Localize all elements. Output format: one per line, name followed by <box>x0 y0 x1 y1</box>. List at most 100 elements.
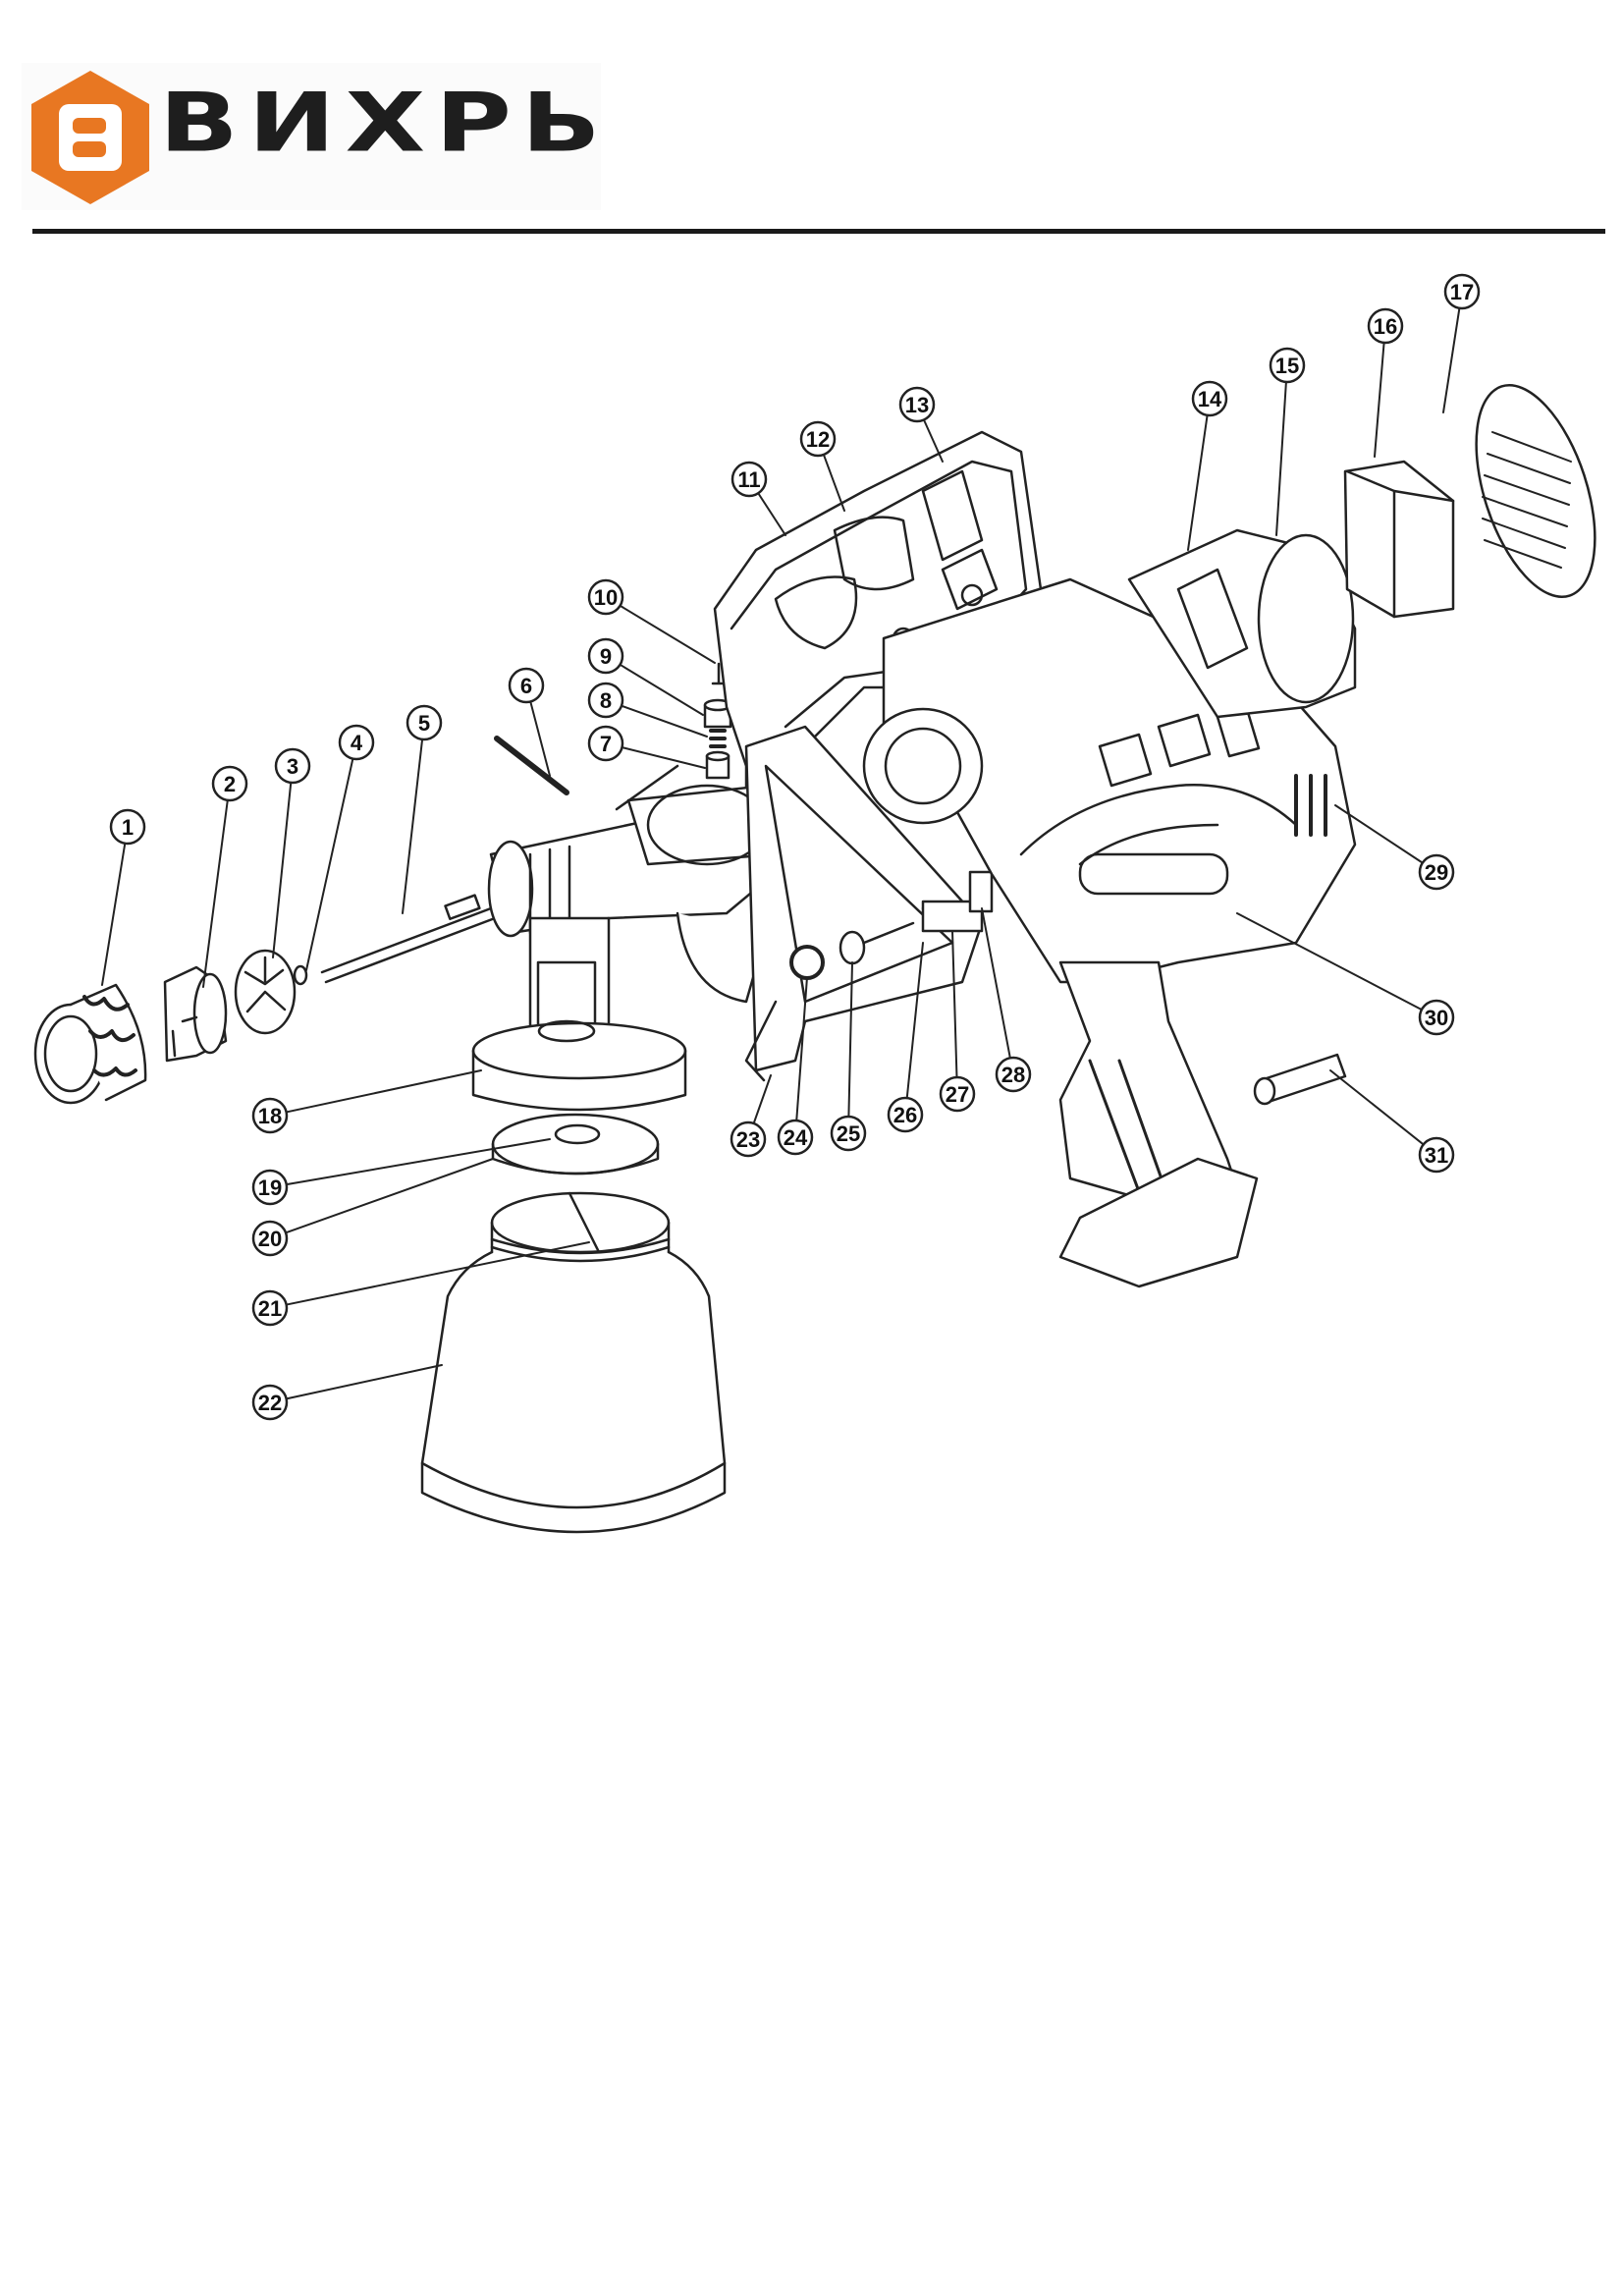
callout-leader-7 <box>621 746 706 769</box>
callout-label-27: 27 <box>946 1082 969 1107</box>
callout-circle-4 <box>338 724 375 761</box>
callout-label-28: 28 <box>1001 1063 1025 1087</box>
callout-label-26: 26 <box>893 1103 917 1127</box>
part-switch <box>968 870 994 913</box>
callout-circle-12 <box>799 420 837 458</box>
callout-circle-2 <box>211 765 248 802</box>
callout-label-18: 18 <box>258 1104 282 1128</box>
callout-leader-19 <box>285 1138 551 1186</box>
callout-circle-14 <box>1191 380 1228 417</box>
callout-label-6: 6 <box>520 674 532 698</box>
callout-circle-24 <box>777 1119 814 1156</box>
callout-label-3: 3 <box>287 754 298 779</box>
callout-label-25: 25 <box>837 1121 860 1146</box>
part-trigger-frame <box>744 725 984 1082</box>
callout-leader-1 <box>101 842 127 986</box>
callout-label-11: 11 <box>737 467 760 492</box>
callout-leader-3 <box>272 781 293 958</box>
callout-circle-8 <box>587 682 624 719</box>
callout-leader-5 <box>402 738 424 914</box>
callout-leader-23 <box>752 1074 772 1124</box>
brand-logo-icon: B <box>31 71 149 204</box>
part-gasket <box>491 1113 660 1175</box>
callout-circle-18 <box>251 1097 289 1134</box>
callout-leader-28 <box>981 907 1011 1060</box>
callout-leader-11 <box>757 492 786 536</box>
callout-circle-17 <box>1443 273 1481 310</box>
callout-circle-19 <box>251 1169 289 1206</box>
callout-label-1: 1 <box>122 815 134 840</box>
part-spring <box>709 729 727 748</box>
callout-circle-26 <box>887 1096 924 1133</box>
callout-circle-31 <box>1418 1136 1455 1174</box>
callout-label-9: 9 <box>600 644 612 669</box>
callout-label-14: 14 <box>1198 387 1222 411</box>
callout-circle-6 <box>508 667 545 704</box>
callout-label-8: 8 <box>600 688 612 713</box>
callout-label-29: 29 <box>1425 860 1448 885</box>
callout-circle-27 <box>939 1075 976 1113</box>
callout-leader-17 <box>1442 306 1461 413</box>
callout-label-31: 31 <box>1425 1143 1448 1168</box>
callout-leader-30 <box>1236 912 1423 1011</box>
callout-leader-10 <box>619 604 716 664</box>
callout-label-23: 23 <box>736 1127 760 1152</box>
callout-circle-22 <box>251 1384 289 1421</box>
part-spring-coil <box>921 900 984 933</box>
callout-label-5: 5 <box>418 711 430 736</box>
callout-leader-27 <box>951 930 958 1079</box>
callout-label-12: 12 <box>806 427 830 452</box>
callout-circle-11 <box>730 461 768 498</box>
callout-label-10: 10 <box>594 585 618 610</box>
part-pin <box>494 736 569 795</box>
callout-leader-16 <box>1374 341 1385 458</box>
callout-label-17: 17 <box>1450 280 1474 304</box>
part-o-ring <box>293 964 308 986</box>
part-nozzle <box>163 965 228 1063</box>
part-container <box>420 1191 727 1534</box>
callout-leader-14 <box>1187 413 1209 551</box>
callout-circle-28 <box>995 1056 1032 1093</box>
callout-label-22: 22 <box>258 1391 282 1415</box>
header-rule <box>32 229 1605 234</box>
callout-leader-4 <box>305 757 354 971</box>
callout-leader-8 <box>620 704 708 738</box>
part-bearing <box>839 930 866 965</box>
callout-leader-21 <box>285 1241 590 1306</box>
brand-name: ВИХРЬ <box>159 75 611 170</box>
part-valve-disc <box>234 949 297 1035</box>
callout-leader-29 <box>1334 804 1424 864</box>
part-filter-cover <box>1475 384 1596 598</box>
callout-label-21: 21 <box>258 1296 282 1321</box>
callout-circle-9 <box>587 637 624 675</box>
callout-leader-24 <box>795 976 808 1122</box>
callout-circle-29 <box>1418 853 1455 891</box>
part-container-lid <box>471 960 687 1112</box>
callout-circle-5 <box>406 704 443 741</box>
callout-leader-25 <box>847 961 853 1119</box>
part-fan-housing <box>1127 528 1357 719</box>
callout-circle-7 <box>587 725 624 762</box>
part-valve-cap <box>703 698 732 729</box>
callout-circle-13 <box>898 386 936 423</box>
part-filter <box>1343 460 1455 619</box>
callout-circle-23 <box>730 1121 767 1158</box>
callout-circle-1 <box>109 808 146 846</box>
callout-label-4: 4 <box>351 731 363 755</box>
callout-label-19: 19 <box>258 1175 282 1200</box>
callout-leader-31 <box>1329 1069 1425 1146</box>
callout-leader-9 <box>619 663 704 716</box>
callout-leader-13 <box>922 418 944 463</box>
callout-label-20: 20 <box>258 1227 282 1251</box>
callout-label-13: 13 <box>905 393 929 417</box>
callout-circle-25 <box>830 1115 867 1152</box>
callout-label-2: 2 <box>224 772 236 796</box>
callout-label-24: 24 <box>784 1125 808 1150</box>
callout-circle-20 <box>251 1220 289 1257</box>
callout-circle-21 <box>251 1289 289 1327</box>
callout-leader-20 <box>285 1158 494 1234</box>
callout-leader-18 <box>285 1069 482 1114</box>
